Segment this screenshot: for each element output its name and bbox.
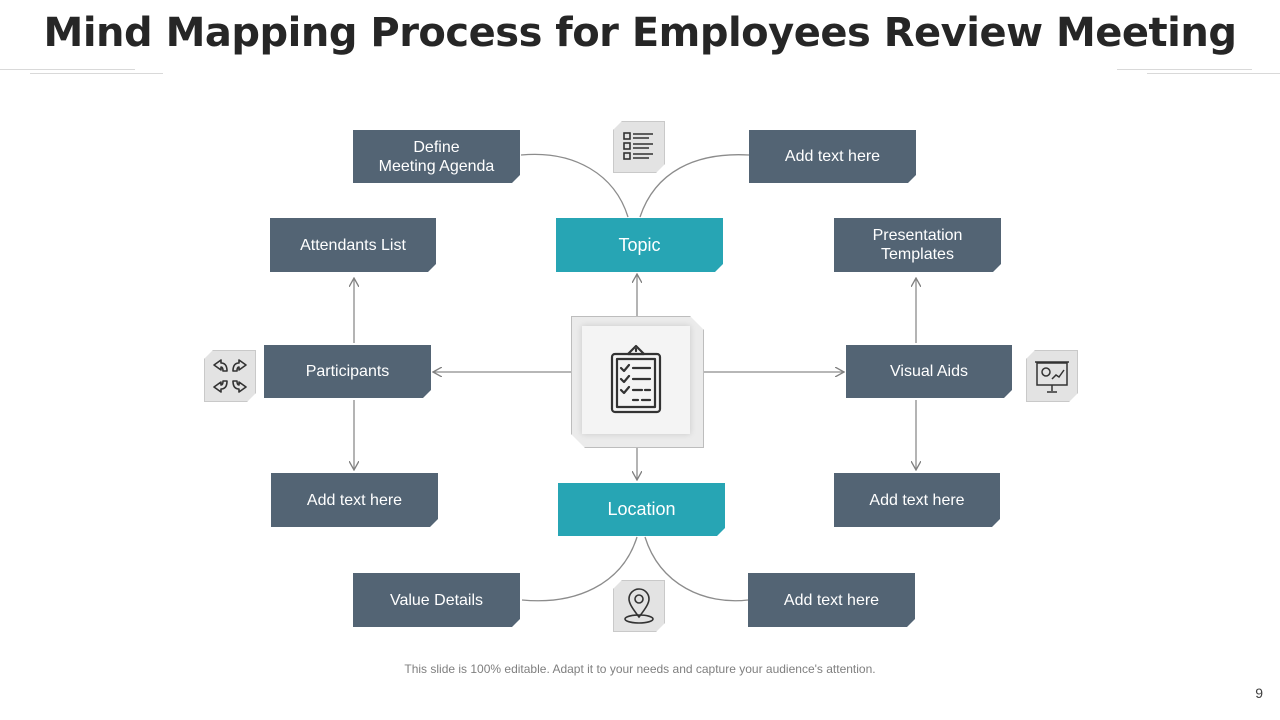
presentation-board-icon — [1033, 357, 1071, 395]
bottom-icon-box — [613, 580, 665, 632]
checklist-alert-icon — [610, 344, 662, 414]
left-icon-box — [204, 350, 256, 402]
page-title: Mind Mapping Process for Employees Revie… — [43, 10, 1237, 56]
node-add-text-left[interactable]: Add text here — [271, 473, 438, 527]
node-value-details[interactable]: Value Details — [353, 573, 520, 627]
curve-location-addtext — [644, 536, 749, 602]
footnote: This slide is 100% editable. Adapt it to… — [404, 662, 876, 676]
title-divider-right — [1117, 69, 1252, 70]
map-pin-icon — [621, 587, 657, 625]
node-define-agenda[interactable]: Define Meeting Agenda — [353, 130, 520, 183]
node-add-text-top[interactable]: Add text here — [749, 130, 916, 183]
top-icon-box — [613, 121, 665, 173]
title-divider-left — [0, 69, 135, 70]
curve-agenda-topic — [520, 153, 629, 218]
node-location[interactable]: Location — [558, 483, 725, 536]
node-topic[interactable]: Topic — [556, 218, 723, 272]
document-list-icon — [622, 130, 656, 164]
node-add-text-right[interactable]: Add text here — [834, 473, 1000, 527]
page-number: 9 — [1255, 685, 1263, 701]
curve-addtext-topic — [639, 154, 750, 218]
arrows-inward-icon — [211, 357, 249, 395]
right-icon-box — [1026, 350, 1078, 402]
title-divider-right-2 — [1147, 73, 1280, 74]
node-add-text-bottom[interactable]: Add text here — [748, 573, 915, 627]
node-attendants-list[interactable]: Attendants List — [270, 218, 436, 272]
node-participants[interactable]: Participants — [264, 345, 431, 398]
node-visual-aids[interactable]: Visual Aids — [846, 345, 1012, 398]
node-presentation-templates[interactable]: Presentation Templates — [834, 218, 1001, 272]
curve-location-value — [521, 536, 638, 602]
center-card — [582, 326, 690, 434]
title-divider-left-2 — [30, 73, 163, 74]
